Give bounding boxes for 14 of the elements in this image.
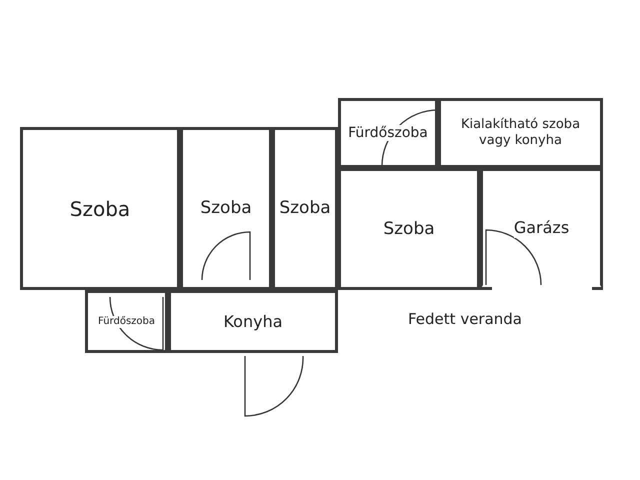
room [85,290,168,353]
room-label: Garázs [514,218,570,238]
room [20,127,180,290]
area-label: Fedett veranda [408,310,522,328]
room [480,168,603,290]
room [338,168,480,290]
room-label: Fürdőszoba [98,316,155,328]
room [272,127,338,290]
room [438,98,603,168]
room [180,127,272,290]
room [168,290,338,353]
room-label: Konyha [223,312,283,332]
room-label: Fürdőszoba [348,124,428,142]
room [338,98,438,168]
